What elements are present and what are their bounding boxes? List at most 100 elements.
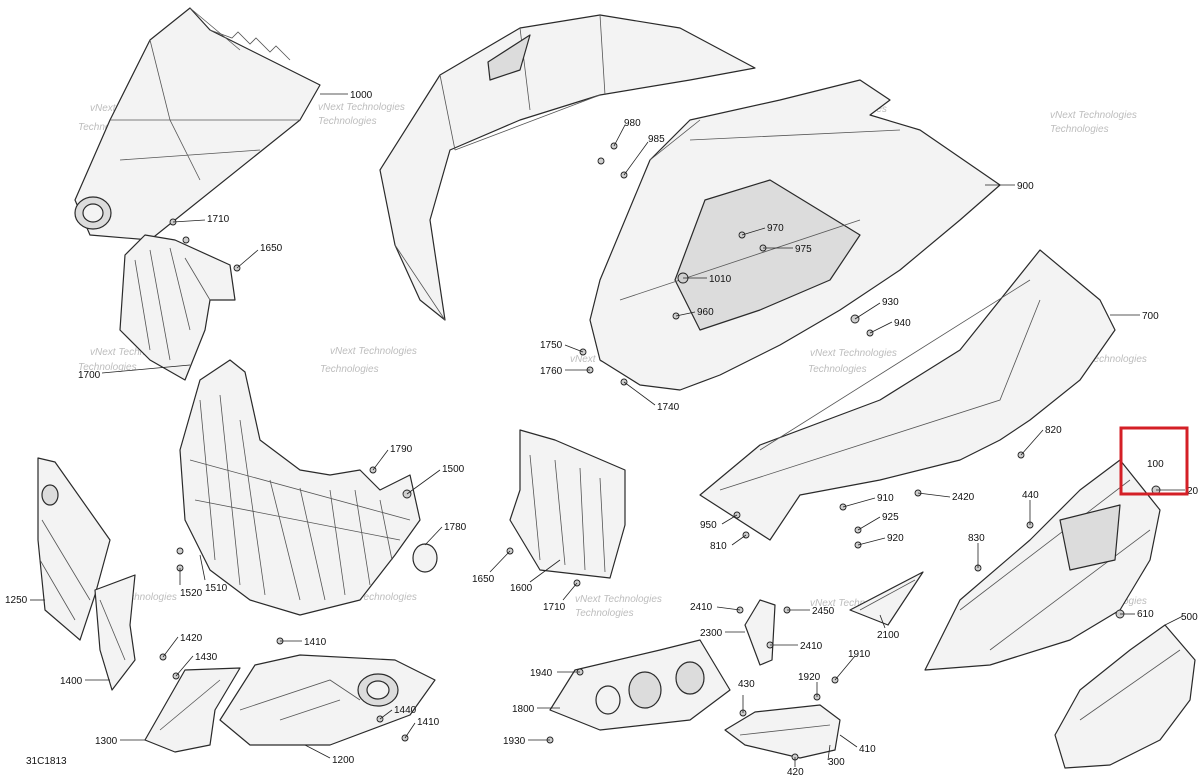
part-500-rear-panel: [1054, 624, 1196, 769]
callout-label: 1650: [260, 243, 283, 254]
part-1400-side-trim: [94, 574, 136, 691]
callout-label: 20: [1187, 486, 1199, 497]
callout-label: 1410: [304, 637, 327, 648]
part-1600-air-duct: [509, 429, 626, 579]
callout-label: 430: [738, 679, 755, 690]
callout-label: 2300: [700, 628, 723, 639]
callout-label: 910: [877, 493, 894, 504]
callout-label: 1760: [540, 366, 563, 377]
callout-label: 960: [697, 307, 714, 318]
callout-label: 1940: [530, 668, 553, 679]
watermark-text: Technologies: [808, 364, 867, 375]
callout-label: 1400: [60, 676, 83, 687]
callout-label: 970: [767, 223, 784, 234]
callout-label: 930: [882, 297, 899, 308]
callout-label: 1300: [95, 736, 118, 747]
part-1500-front-grille: [179, 359, 421, 616]
callout-label: 2410: [690, 602, 713, 613]
callout-label: 1740: [657, 402, 680, 413]
diagram-code: 31C1813: [26, 756, 67, 767]
callout-label: 300: [828, 757, 845, 768]
callout-label: 1510: [205, 583, 228, 594]
callout-label: 900: [1017, 181, 1034, 192]
watermark-group: vNext Technologies Technologies vNext Te…: [78, 102, 1147, 619]
callout-label: 1250: [5, 595, 28, 606]
leader-lines: [30, 93, 1185, 767]
callout-label: 830: [968, 533, 985, 544]
part-2100-triangle-trim: [849, 571, 924, 626]
part-100-right-side-panel: [924, 459, 1161, 671]
part-2300-bracket: [744, 599, 776, 666]
callout-label: 500: [1181, 612, 1198, 623]
callout-label: 1430: [195, 652, 218, 663]
callout-label: 1500: [442, 464, 465, 475]
watermark-text: Technologies: [318, 116, 377, 127]
callout-label: 980: [624, 118, 641, 129]
callout-label: 420: [787, 767, 804, 776]
callout-label: 1920: [798, 672, 821, 683]
callout-label: 940: [894, 318, 911, 329]
part-300-lower-bracket: [724, 704, 841, 759]
watermark-text: vNext Technologies: [330, 346, 417, 357]
callout-label: 1440: [394, 705, 417, 716]
part-900-center-frame: [589, 79, 1001, 391]
watermark-text: vNext Technologies: [330, 592, 417, 603]
part-1780-cap: [412, 543, 438, 573]
watermark-text: vNext Technologies: [575, 594, 662, 605]
callout-highlight-box: [1119, 426, 1189, 496]
callout-label: 1520: [180, 588, 203, 599]
watermark-text: vNext Technologies: [90, 592, 177, 603]
callout-label: 810: [710, 541, 727, 552]
callout-label: 410: [859, 744, 876, 755]
part-1700-left-inner-panel: [119, 234, 236, 381]
watermark-text: vNext Technologies: [810, 348, 897, 359]
callout-label: 1710: [207, 214, 230, 225]
part-1300-lower-trim: [144, 667, 241, 753]
callout-label: 1910: [848, 649, 871, 660]
callout-label: 1000: [350, 90, 373, 101]
callout-label: 2410: [800, 641, 823, 652]
callout-label: 1650: [472, 574, 495, 585]
watermark-text: vNext Technologies: [318, 102, 405, 113]
callout-label: 1700: [78, 370, 101, 381]
callout-label: 2450: [812, 606, 835, 617]
watermark-text: vNext Technologies: [1060, 354, 1147, 365]
callout-label: 1800: [512, 704, 535, 715]
part-700-side-panel: [699, 249, 1116, 541]
part-1800-headlight: [549, 639, 731, 731]
callout-label: 1710: [543, 602, 566, 613]
callout-label: 1010: [709, 274, 732, 285]
callout-label: 700: [1142, 311, 1159, 322]
watermark-text: vNext Technologies: [1050, 110, 1137, 121]
callout-label: 1420: [180, 633, 203, 644]
part-1200-headlight-housing: [219, 654, 436, 746]
watermark-text: vNext Technologies: [90, 347, 177, 358]
callout-label: 1200: [332, 755, 355, 766]
callout-label: 440: [1022, 490, 1039, 501]
callout-label: 1790: [390, 444, 413, 455]
callout-label: 975: [795, 244, 812, 255]
callout-label: 1780: [444, 522, 467, 533]
callout-label: 920: [887, 533, 904, 544]
callout-label: 985: [648, 134, 665, 145]
watermark-text: Technologies: [1050, 124, 1109, 135]
callout-label: 950: [700, 520, 717, 531]
callout-label: 925: [882, 512, 899, 523]
watermark-text: Technologies: [575, 608, 634, 619]
callout-label: 1930: [503, 736, 526, 747]
part-1250-left-strip: [37, 457, 111, 641]
callout-label: 1750: [540, 340, 563, 351]
callout-label-highlighted: 100: [1147, 459, 1164, 470]
watermark-text: vNext Technologies: [810, 598, 897, 609]
callout-labels: 1000 980 985 900 1710 1650 970 975 1010 …: [5, 90, 1199, 776]
callout-label: 2100: [877, 630, 900, 641]
callout-label: 1410: [417, 717, 440, 728]
callout-label: 820: [1045, 425, 1062, 436]
watermark-text: Technologies: [78, 362, 137, 373]
callout-label: 1600: [510, 583, 533, 594]
callout-label: 610: [1137, 609, 1154, 620]
part-hood-shell: [379, 14, 756, 321]
part-1000-nose-cover: [74, 7, 321, 241]
callout-label: 2420: [952, 492, 975, 503]
